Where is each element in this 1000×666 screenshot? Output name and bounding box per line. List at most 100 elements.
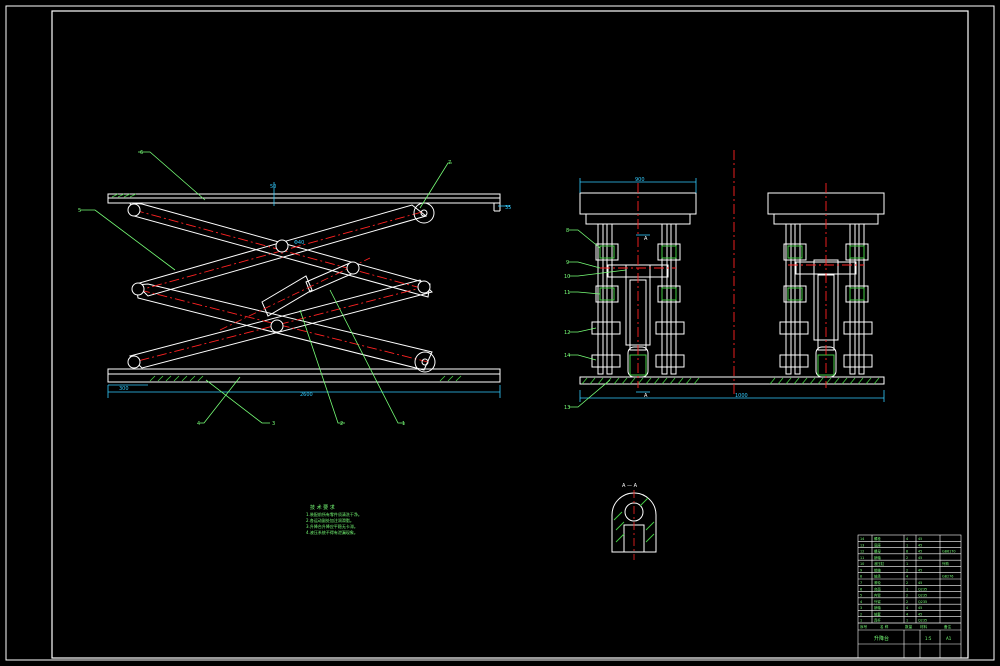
scissor-arms — [129, 202, 433, 371]
dim-height-top: 50 — [270, 184, 276, 190]
section-view: A — A — [611, 483, 657, 560]
bom-cell: 2 — [860, 612, 862, 616]
bom-cell: 液压缸 — [874, 561, 885, 566]
bom-cell: 45 — [918, 612, 922, 616]
bom-cell: 45 — [918, 537, 922, 541]
bom-header-remark: 备注 — [944, 624, 952, 629]
bom-cell: 45 — [918, 568, 922, 572]
bom-cell: Q235 — [918, 619, 927, 623]
base-frame — [107, 368, 501, 383]
callout-14: 14 — [564, 353, 570, 359]
bom-cell: 13 — [860, 543, 864, 547]
bom-cell: 2 — [906, 594, 908, 598]
bom-cell: 2 — [906, 581, 908, 585]
bom-cell: 销轴 — [874, 567, 881, 572]
dim-small-right: 35 — [505, 205, 511, 211]
bom-cell: 11 — [860, 556, 864, 560]
bom-cell: 6 — [860, 587, 862, 591]
bom-cell: 4 — [906, 606, 908, 610]
notes-line-3: 3.升降台升降应平稳无卡滞。 — [306, 523, 358, 529]
callout-4: 4 — [197, 421, 200, 427]
callout-8: 8 — [566, 228, 569, 234]
bom-header-no: 序号 — [860, 624, 868, 629]
front-centerlines — [133, 209, 429, 363]
callout-13: 13 — [564, 405, 570, 411]
pivots — [127, 203, 431, 369]
side-base — [579, 376, 885, 385]
bom-cell: 底座 — [874, 542, 881, 547]
bom-cell: 8 — [860, 575, 862, 579]
callout-7: 7 — [448, 160, 451, 166]
bom-cell: 轴承 — [874, 574, 881, 579]
dim-hinge: Φ40 — [294, 240, 304, 246]
top-hatch — [111, 193, 137, 198]
bom-cell: 14 — [860, 537, 864, 541]
bom-cell: 2 — [906, 556, 908, 560]
bom-cell: 滚轮 — [874, 580, 881, 585]
bom-cell: 8 — [906, 550, 908, 554]
side-base-hatch — [581, 377, 880, 385]
hydraulic-cylinder — [261, 261, 357, 317]
bom-cell: 螺母 — [874, 549, 881, 554]
bom-cell: 台面 — [874, 586, 881, 591]
bom-cell: 2 — [906, 600, 908, 604]
bom-cell: 3 — [860, 606, 862, 610]
bom-cell: 内臂 — [874, 593, 881, 598]
base-hatch — [149, 375, 462, 382]
bom-cell: 1 — [906, 562, 908, 566]
section-mark-top: A — [644, 236, 648, 242]
bom-cell: Q235 — [918, 587, 927, 591]
bom-header-material: 材料 — [920, 624, 928, 629]
bom-cell: 2 — [906, 568, 908, 572]
side-leaders — [569, 229, 627, 408]
callout-9: 9 — [566, 260, 569, 266]
drawing-sheet-size: A1 — [946, 636, 952, 641]
side-centerlines — [600, 150, 864, 395]
callout-5: 5 — [78, 208, 81, 214]
cylinder-centerline — [219, 257, 371, 331]
bom-header-qty: 数量 — [905, 624, 913, 629]
callout-12: 12 — [564, 330, 570, 336]
notes-title: 技 术 要 求 — [310, 504, 335, 511]
bom-cell: 45 — [918, 556, 922, 560]
dim-width-bottom: 1000 — [735, 393, 748, 399]
bom-cell: GB6170 — [942, 550, 956, 554]
callout-1: 1 — [402, 421, 405, 427]
callout-3: 3 — [272, 421, 275, 427]
bom-cell: 45 — [918, 543, 922, 547]
bom-cell: 9 — [860, 568, 862, 572]
dim-length: 2600 — [300, 392, 313, 398]
bom-cell: GB276 — [942, 575, 953, 579]
bom-cell: 外购 — [942, 561, 949, 566]
bom-cell: 4 — [906, 537, 908, 541]
drawing-scale: 1:5 — [925, 636, 932, 641]
bom-cell: 1 — [906, 587, 908, 591]
bom-cell: 10 — [860, 562, 864, 566]
bom-cell: 连杆 — [874, 618, 881, 623]
callout-10: 10 — [564, 274, 570, 280]
bom-cell: 1 — [860, 619, 862, 623]
callout-2: 2 — [340, 421, 343, 427]
front-dimensions — [107, 182, 510, 398]
rollers — [413, 202, 436, 373]
bom-cell: 4 — [906, 575, 908, 579]
callout-6: 6 — [140, 150, 143, 156]
bom-header: 序号 名 称 数量 材料 备注 — [860, 624, 952, 629]
dim-width-top: 900 — [635, 177, 645, 183]
notes-line-1: 1.装配前所有零件须清洗干净。 — [306, 511, 362, 517]
bom-cell: 4 — [860, 600, 862, 604]
bom-cell: 1 — [906, 543, 908, 547]
bom-header-name: 名 称 — [880, 624, 889, 629]
bom-cell: Q235 — [918, 594, 927, 598]
bom-cell: Q235 — [918, 600, 927, 604]
bom-cell: 4 — [906, 612, 908, 616]
top-platform — [107, 193, 501, 212]
outer-border — [5, 5, 995, 661]
bom-cell: 45 — [918, 606, 922, 610]
drawing-name: 升降台 — [874, 635, 889, 642]
bom-cell: 45 — [918, 550, 922, 554]
bom-cell: 销轴 — [874, 555, 881, 560]
dim-left-offset: 300 — [119, 386, 129, 392]
